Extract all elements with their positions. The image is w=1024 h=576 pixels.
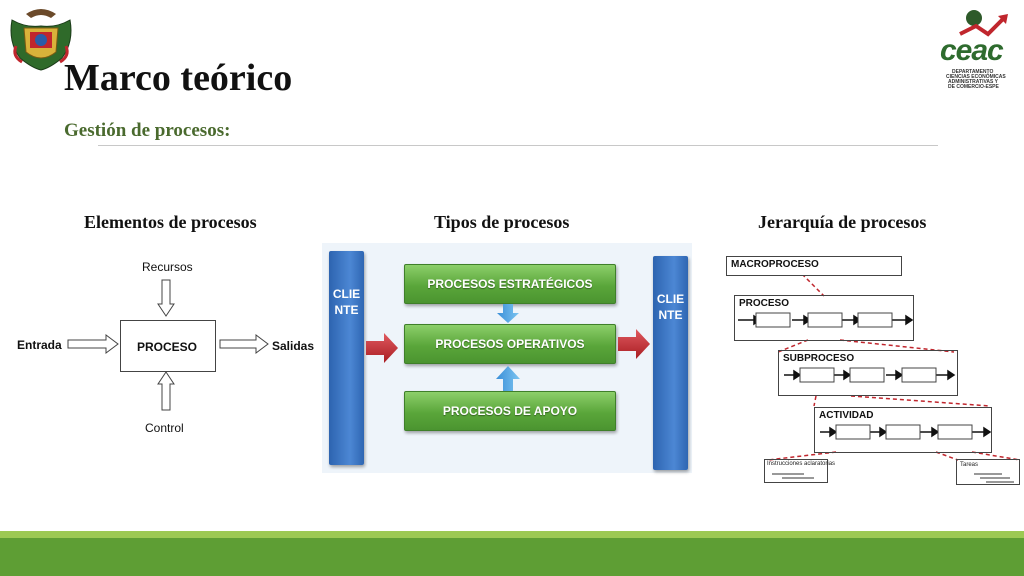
subproceso-label: SUBPROCESO [783,353,855,364]
procesos-operativos-box: PROCESOS OPERATIVOS [404,324,616,364]
section-jerarquia-heading: Jerarquía de procesos [758,212,927,232]
cliente-right-bar: CLIENTE [653,256,688,470]
macroproceso-box: MACROPROCESO [726,256,902,276]
procesos-apoyo-box: PROCESOS DE APOYO [404,391,616,431]
instrucciones-note: Instrucciones aclaratorias [764,459,835,483]
tareas-note: Tareas [956,459,1020,485]
ceac-logo: ceac DEPARTAMENTO CIENCIAS ECONÓMICAS AD… [936,6,1022,90]
cliente-right-label: CLIENTE [656,292,685,322]
title-divider [98,145,938,146]
page-subtitle: Gestión de procesos: [64,120,231,141]
ceac-caption-4: DE COMERCIO-ESPE [948,84,999,90]
control-label: Control [145,421,184,435]
footer-bar [0,538,1024,576]
ceac-caption-3: ADMINISTRATIVAS Y [948,79,999,85]
jerarquia-connectors [738,273,1021,483]
recursos-label: Recursos [142,260,193,274]
proceso-level-label: PROCESO [739,298,790,309]
subproceso-box: SUBPROCESO [778,350,958,396]
footer-highlight-bar [0,531,1024,538]
elementos-diagram: Recursos Entrada PROCESO Salidas Control [10,250,330,450]
tipos-arrows [366,304,650,391]
ceac-caption-2: CIENCIAS ECONÓMICAS [946,74,1006,80]
blue-up-arrow-icon [496,366,520,391]
ceac-caption-1: DEPARTAMENTO [952,69,994,75]
proceso-label: PROCESO [137,340,198,354]
section-tipos-heading: Tipos de procesos [434,212,570,232]
cliente-left-label: CLIENTE [332,287,361,317]
proceso-level-box: PROCESO [734,295,914,341]
blue-down-arrow-icon [497,304,519,323]
cliente-left-bar: CLIENTE [329,251,364,465]
proceso-box: PROCESO [120,320,216,372]
red-arrow-left-icon [366,333,398,363]
page-title: Marco teórico [64,57,293,99]
ceac-brand-text: ceac [940,34,1004,67]
entrada-label: Entrada [17,338,62,352]
procesos-estrategicos-box: PROCESOS ESTRATÉGICOS [404,264,616,304]
coat-of-arms-logo [6,6,76,72]
instrucciones-label: Instrucciones aclaratorias [767,461,836,467]
tareas-label: Tareas [960,462,979,468]
macroproceso-label: MACROPROCESO [731,259,819,270]
elementos-arrows [67,279,269,411]
red-arrow-right-icon [618,329,650,359]
section-elementos-heading: Elementos de procesos [84,212,257,232]
actividad-box: ACTIVIDAD [814,407,992,453]
actividad-label: ACTIVIDAD [819,410,874,421]
salidas-label: Salidas [272,339,315,353]
